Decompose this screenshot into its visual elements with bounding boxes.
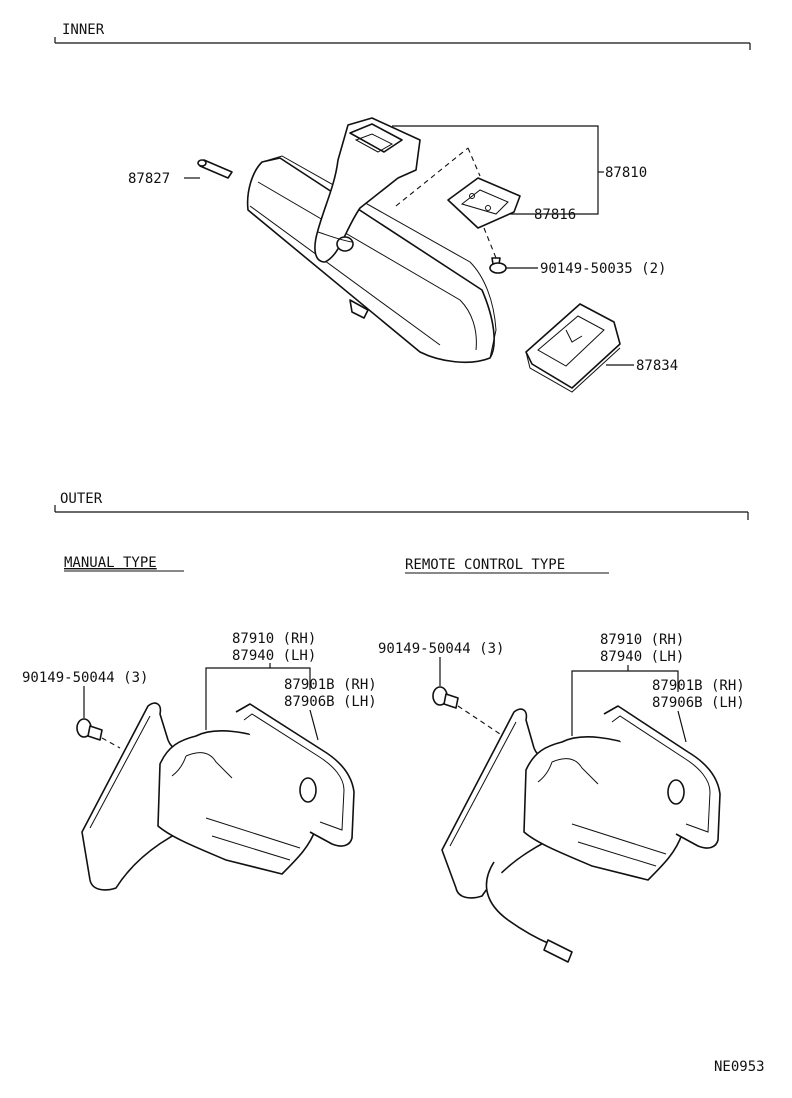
mirror-stay-arm bbox=[314, 117, 421, 263]
remote-mirror-glass bbox=[603, 705, 721, 849]
manual-bolt bbox=[76, 718, 103, 741]
label-manual-87940: 87940 (LH) bbox=[232, 648, 316, 664]
label-87810: 87810 bbox=[605, 165, 647, 181]
remote-bolt bbox=[432, 686, 459, 709]
manual-mirror-glass bbox=[235, 703, 355, 847]
cover-87834 bbox=[525, 303, 621, 393]
label-remote-bolt: 90149-50044 (3) bbox=[378, 641, 504, 657]
label-90149-50035: 90149-50035 (2) bbox=[540, 261, 666, 277]
remote-cable bbox=[485, 861, 573, 963]
inner-section-header: INNER bbox=[54, 22, 751, 50]
label-manual-87910: 87910 (RH) bbox=[232, 631, 316, 647]
label-remote-87940: 87940 (LH) bbox=[600, 649, 684, 665]
remote-type-title: REMOTE CONTROL TYPE bbox=[405, 557, 565, 573]
label-remote-87906b: 87906B (LH) bbox=[652, 695, 745, 711]
label-87834: 87834 bbox=[636, 358, 678, 374]
label-remote-87910: 87910 (RH) bbox=[600, 632, 684, 648]
pin-87827 bbox=[197, 159, 233, 179]
label-manual-87906b: 87906B (LH) bbox=[284, 694, 377, 710]
screw-90149-50035 bbox=[489, 257, 507, 274]
label-manual-bolt: 90149-50044 (3) bbox=[22, 670, 148, 686]
label-87816: 87816 bbox=[534, 207, 576, 223]
outer-title: OUTER bbox=[60, 491, 103, 507]
inner-title: INNER bbox=[62, 22, 105, 38]
manual-type-title: MANUAL TYPE bbox=[64, 555, 157, 571]
inner-mirror-body bbox=[246, 155, 497, 364]
label-87827: 87827 bbox=[128, 171, 170, 187]
label-remote-87901b: 87901B (RH) bbox=[652, 678, 745, 694]
diagram-code: NE0953 bbox=[714, 1059, 765, 1075]
outer-section-header: OUTER bbox=[54, 491, 749, 520]
label-manual-87901b: 87901B (RH) bbox=[284, 677, 377, 693]
bracket-87816 bbox=[447, 177, 521, 229]
